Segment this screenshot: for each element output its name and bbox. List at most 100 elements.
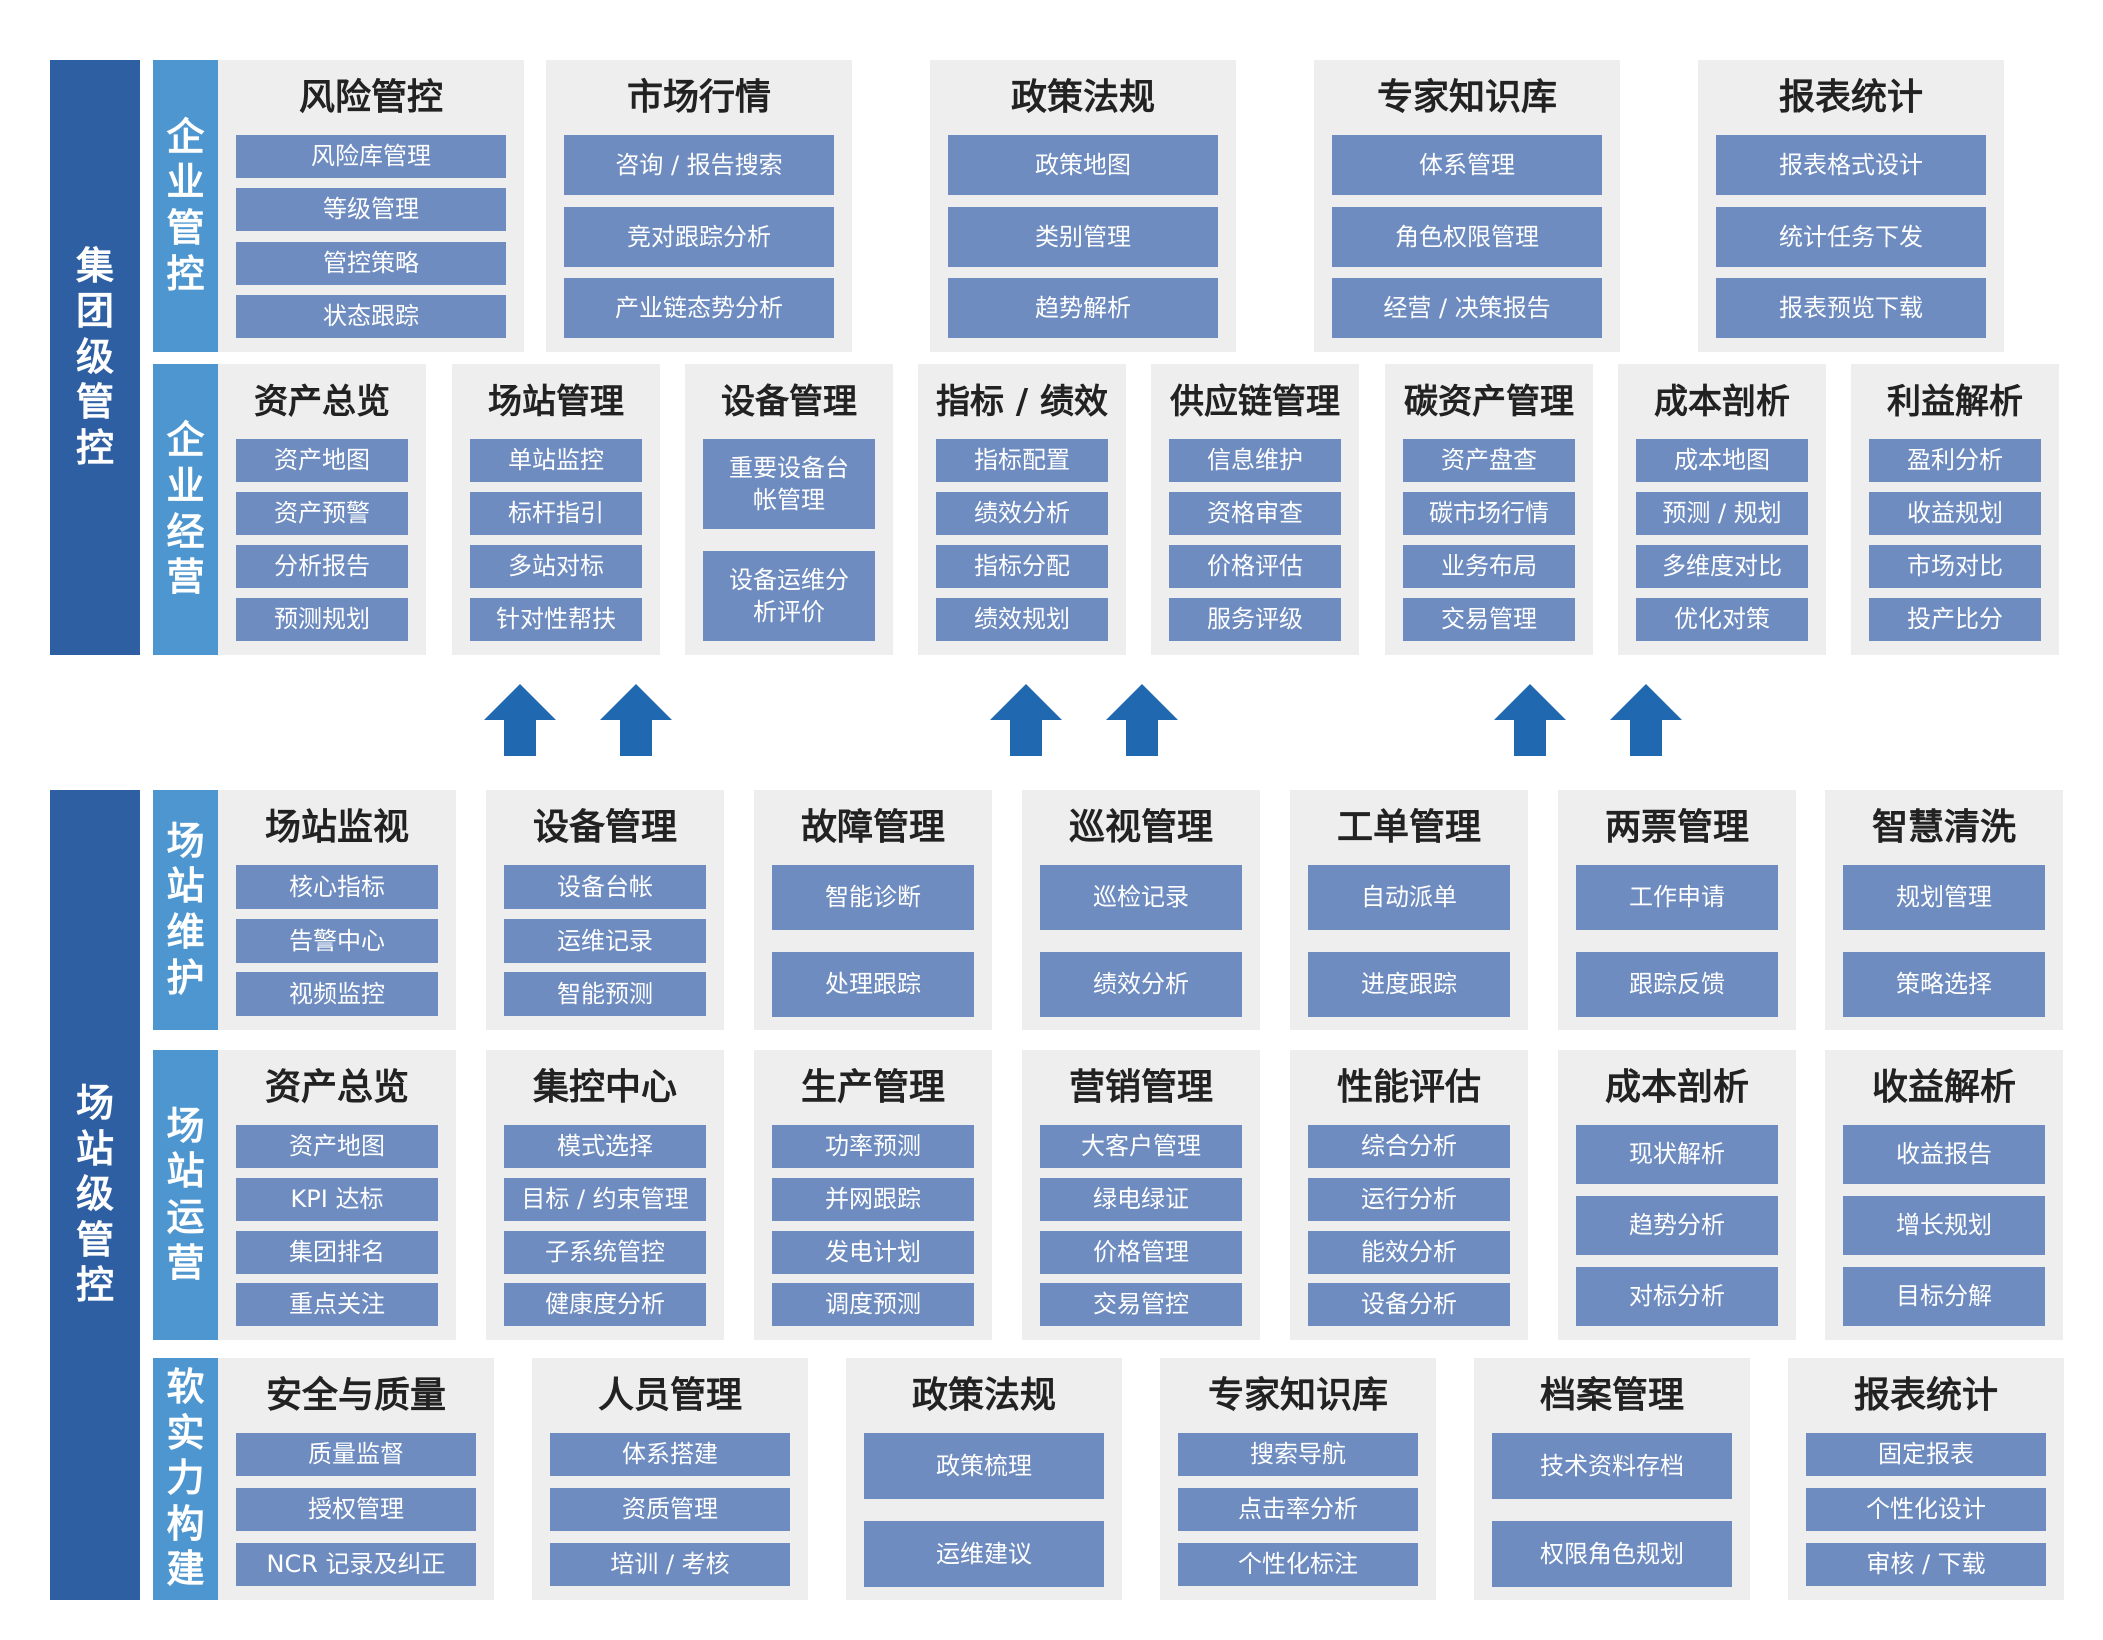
module-item[interactable]: 单站监控 [470,439,642,482]
module-item[interactable]: 绩效分析 [1040,952,1242,1017]
module-item[interactable]: 绩效分析 [936,492,1108,535]
module-item[interactable]: 经营 / 决策报告 [1332,278,1602,338]
module-item[interactable]: 个性化设计 [1806,1488,2046,1531]
module-item[interactable]: 发电计划 [772,1231,974,1274]
module-item[interactable]: 体系搭建 [550,1433,790,1476]
module-item[interactable]: 能效分析 [1308,1231,1510,1274]
module-item[interactable]: 自动派单 [1308,865,1510,930]
module-item[interactable]: 规划管理 [1843,865,2045,930]
module-item[interactable]: 增长规划 [1843,1196,2045,1255]
module-item[interactable]: 智能诊断 [772,865,974,930]
module-item[interactable]: 服务评级 [1169,598,1341,641]
module-item[interactable]: 体系管理 [1332,135,1602,195]
module-item[interactable]: 子系统管控 [504,1231,706,1274]
module-item[interactable]: 资产地图 [236,1125,438,1168]
module-item[interactable]: 状态跟踪 [236,295,506,338]
module-item[interactable]: 预测 / 规划 [1636,492,1808,535]
module-item[interactable]: 交易管控 [1040,1283,1242,1326]
module-item[interactable]: 趋势解析 [948,278,1218,338]
module-item[interactable]: 进度跟踪 [1308,952,1510,1017]
module-item[interactable]: 政策地图 [948,135,1218,195]
module-item[interactable]: 模式选择 [504,1125,706,1168]
module-item[interactable]: 风险库管理 [236,135,506,178]
module-item[interactable]: 策略选择 [1843,952,2045,1017]
module-item[interactable]: 价格评估 [1169,545,1341,588]
module-item[interactable]: 多维度对比 [1636,545,1808,588]
module-item[interactable]: 目标分解 [1843,1267,2045,1326]
module-item[interactable]: 审核 / 下载 [1806,1543,2046,1586]
module-item[interactable]: 资格审查 [1169,492,1341,535]
module-item[interactable]: 培训 / 考核 [550,1543,790,1586]
module-item[interactable]: 类别管理 [948,207,1218,267]
module-item[interactable]: 标杆指引 [470,492,642,535]
module-item[interactable]: 市场对比 [1869,545,2041,588]
module-item[interactable]: 搜索导航 [1178,1433,1418,1476]
module-item[interactable]: 指标配置 [936,439,1108,482]
module-item[interactable]: 多站对标 [470,545,642,588]
module-item[interactable]: 分析报告 [236,545,408,588]
module-item[interactable]: 对标分析 [1576,1267,1778,1326]
module-item[interactable]: 趋势分析 [1576,1196,1778,1255]
module-item[interactable]: 碳市场行情 [1403,492,1575,535]
module-item[interactable]: 健康度分析 [504,1283,706,1326]
module-item[interactable]: 收益规划 [1869,492,2041,535]
module-item[interactable]: 资产预警 [236,492,408,535]
module-item[interactable]: 重点关注 [236,1283,438,1326]
module-item[interactable]: 业务布局 [1403,545,1575,588]
module-item[interactable]: 告警中心 [236,919,438,963]
module-item[interactable]: 固定报表 [1806,1433,2046,1476]
module-item[interactable]: 资产地图 [236,439,408,482]
module-item[interactable]: 咨询 / 报告搜索 [564,135,834,195]
module-item[interactable]: NCR 记录及纠正 [236,1543,476,1586]
module-item[interactable]: 设备运维分析评价 [703,551,875,641]
module-item[interactable]: 成本地图 [1636,439,1808,482]
module-item[interactable]: 投产比分 [1869,598,2041,641]
module-item[interactable]: 预测规划 [236,598,408,641]
module-item[interactable]: 盈利分析 [1869,439,2041,482]
module-item[interactable]: 巡检记录 [1040,865,1242,930]
module-item[interactable]: 产业链态势分析 [564,278,834,338]
module-item[interactable]: 跟踪反馈 [1576,952,1778,1017]
module-item[interactable]: 现状解析 [1576,1125,1778,1184]
module-item[interactable]: 资产盘查 [1403,439,1575,482]
module-item[interactable]: 权限角色规划 [1492,1521,1732,1587]
module-item[interactable]: 管控策略 [236,242,506,285]
module-item[interactable]: 报表预览下载 [1716,278,1986,338]
module-item[interactable]: 授权管理 [236,1488,476,1531]
module-item[interactable]: 政策梳理 [864,1433,1104,1499]
module-item[interactable]: 报表格式设计 [1716,135,1986,195]
module-item[interactable]: 运维记录 [504,919,706,963]
module-item[interactable]: 优化对策 [1636,598,1808,641]
module-item[interactable]: 运维建议 [864,1521,1104,1587]
module-item[interactable]: 设备台帐 [504,865,706,909]
module-item[interactable]: 调度预测 [772,1283,974,1326]
module-item[interactable]: 点击率分析 [1178,1488,1418,1531]
module-item[interactable]: 指标分配 [936,545,1108,588]
module-item[interactable]: 绿电绿证 [1040,1178,1242,1221]
module-item[interactable]: 设备分析 [1308,1283,1510,1326]
module-item[interactable]: 技术资料存档 [1492,1433,1732,1499]
module-item[interactable]: 质量监督 [236,1433,476,1476]
module-item[interactable]: 核心指标 [236,865,438,909]
module-item[interactable]: 工作申请 [1576,865,1778,930]
module-item[interactable]: 绩效规划 [936,598,1108,641]
module-item[interactable]: 集团排名 [236,1231,438,1274]
module-item[interactable]: 收益报告 [1843,1125,2045,1184]
module-item[interactable]: 目标 / 约束管理 [504,1178,706,1221]
module-item[interactable]: 视频监控 [236,972,438,1016]
module-item[interactable]: 统计任务下发 [1716,207,1986,267]
module-item[interactable]: 综合分析 [1308,1125,1510,1168]
module-item[interactable]: 运行分析 [1308,1178,1510,1221]
module-item[interactable]: 资质管理 [550,1488,790,1531]
module-item[interactable]: 交易管理 [1403,598,1575,641]
module-item[interactable]: KPI 达标 [236,1178,438,1221]
module-item[interactable]: 智能预测 [504,972,706,1016]
module-item[interactable]: 等级管理 [236,188,506,231]
module-item[interactable]: 个性化标注 [1178,1543,1418,1586]
module-item[interactable]: 重要设备台帐管理 [703,439,875,529]
module-item[interactable]: 并网跟踪 [772,1178,974,1221]
module-item[interactable]: 处理跟踪 [772,952,974,1017]
module-item[interactable]: 大客户管理 [1040,1125,1242,1168]
module-item[interactable]: 价格管理 [1040,1231,1242,1274]
module-item[interactable]: 针对性帮扶 [470,598,642,641]
